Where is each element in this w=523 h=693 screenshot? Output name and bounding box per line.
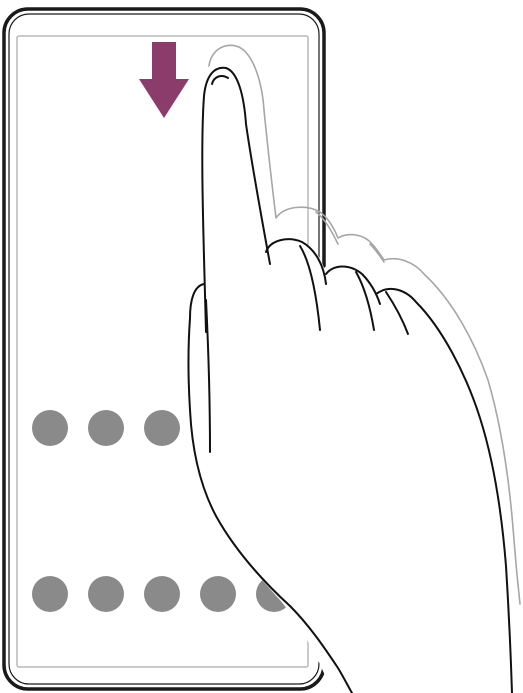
app-icon [144,410,180,446]
app-row-1 [32,410,180,446]
app-icon [200,576,236,612]
app-icon [32,410,68,446]
app-icon [88,576,124,612]
app-icon [88,410,124,446]
app-icon [32,576,68,612]
app-icon [144,576,180,612]
